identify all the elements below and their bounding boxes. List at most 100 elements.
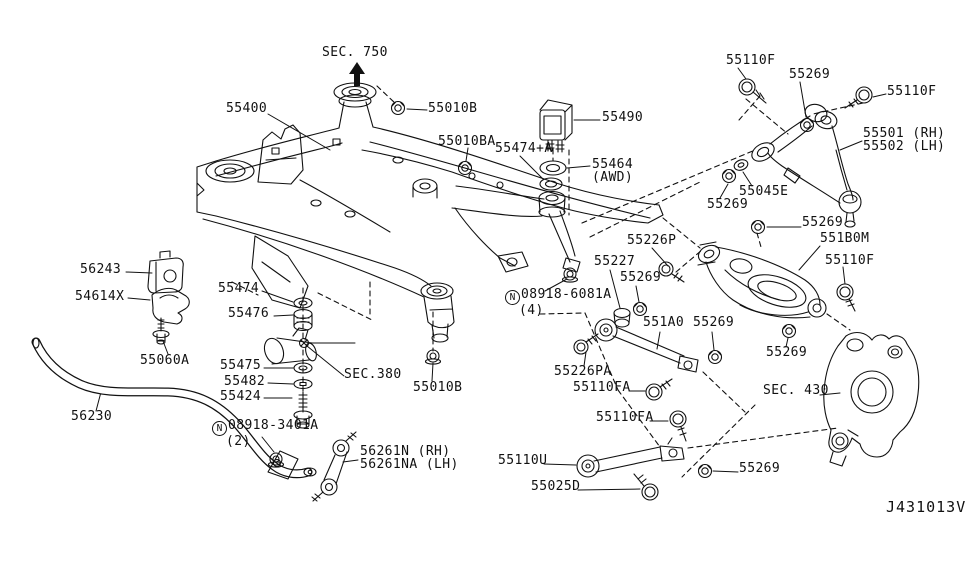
stabilizer-link-56261n [311, 431, 357, 502]
label-text: SEC. 750 [322, 45, 388, 60]
lower-arm-551b0m [697, 241, 827, 319]
label-text: 551B0M [820, 231, 870, 246]
label-text: 55400 [226, 101, 268, 116]
label-54614x: 54614X [75, 289, 125, 304]
label-55045e: 55045E [739, 185, 788, 199]
label-55269-6: 55269 [766, 345, 808, 360]
label-text: 55110F [825, 253, 875, 268]
label-text: 55474+A [495, 141, 553, 156]
label-55110u: 55110U [498, 453, 548, 468]
knuckle-sec430 [823, 331, 920, 467]
label-text: 55010B [413, 380, 463, 395]
label-text: 55226PA [554, 364, 612, 379]
label-text: 55269 [620, 270, 662, 285]
label-quantity: (2) [226, 434, 251, 449]
label-text-line2: 56261NA (LH) [360, 456, 459, 472]
member-mount-stack [263, 297, 317, 429]
label-55110f-1: 55110F [726, 53, 776, 68]
label-551a0: 551A0 [643, 315, 685, 330]
label-text: 55475 [220, 358, 262, 373]
fasteners [147, 78, 873, 501]
mount-washers-55464 [539, 160, 567, 191]
label-55269-5: 55269 [693, 315, 735, 330]
label-55226pa: 55226PA [554, 364, 612, 379]
sec750-arrow-icon [349, 62, 365, 86]
label-55269-2: 55269 [707, 198, 748, 212]
label-drawing-number: J431013V [886, 500, 966, 515]
label-text: SEC.380 [344, 367, 402, 382]
label-55060a: 55060A [140, 353, 190, 368]
label-55400: 55400 [226, 101, 268, 116]
label-55269-3: 55269 [802, 215, 844, 230]
circled-n-icon: N [505, 290, 520, 305]
label-text: 55110F [887, 84, 937, 99]
label-551b0m: 551B0M [820, 231, 870, 246]
label-55475: 55475 [220, 358, 262, 373]
label-text: 55424 [220, 389, 262, 404]
label-55269-4: 55269 [620, 270, 662, 285]
label-text: 55269 [766, 345, 808, 360]
label-55501-55502: 55501 (RH)55502 (LH) [863, 126, 946, 154]
label-text: 56230 [71, 409, 113, 424]
label-text: 55110FA [573, 380, 631, 395]
label-text: 55269 [739, 461, 781, 476]
label-text: 55482 [224, 374, 266, 389]
label-56243: 56243 [80, 262, 122, 277]
label-55226p: 55226P [627, 233, 677, 248]
label-text: 54614X [75, 289, 125, 304]
label-text: 55226P [627, 233, 677, 248]
upper-link-55501 [751, 103, 862, 228]
radius-rod-551a0 [594, 318, 699, 373]
label-text-line2: 55502 (LH) [863, 138, 946, 154]
label-text: 56243 [80, 262, 122, 277]
label-text: 55501 (RH) [863, 126, 946, 141]
label-55110fa-1: 55110FA [573, 380, 631, 395]
label-55490: 55490 [602, 110, 644, 125]
label-text: 551A0 [643, 315, 685, 330]
label-55424: 55424 [220, 389, 262, 404]
label-55464: 55464(AWD) [592, 158, 633, 184]
label-55010b-top: 55010B [428, 101, 478, 116]
label-text: 55490 [602, 110, 644, 125]
label-text: 55269 [789, 67, 831, 82]
label-sec-750: SEC. 750 [322, 45, 388, 60]
label-text: 55025D [531, 479, 581, 494]
track-rod-55110u [576, 437, 685, 478]
label-sec-380: SEC.380 [344, 367, 402, 382]
label-56261n-56261na: 56261N (RH)56261NA (LH) [360, 444, 459, 472]
label-text: 08918-3401A [228, 418, 319, 433]
label-text: 55110U [498, 453, 548, 468]
label-text: 55476 [228, 306, 270, 321]
label-55110f-2: 55110F [887, 84, 937, 99]
label-55474: 55474 [218, 282, 259, 296]
label-text: 55269 [693, 315, 735, 330]
dashed-guides [231, 85, 864, 478]
label-text: 55269 [802, 215, 844, 230]
label-quantity: (4) [519, 303, 544, 318]
label-56230: 56230 [71, 409, 113, 424]
label-text: SEC. 430 [763, 383, 829, 398]
label-text: 55060A [140, 353, 190, 368]
label-55010ba: 55010BA [438, 134, 496, 149]
label-55010b-bottom: 55010B [413, 380, 463, 395]
stabilizer-bar-56230 [31, 337, 317, 480]
label-55269-7: 55269 [739, 461, 781, 476]
label-55110fa-2: 55110FA [596, 411, 654, 425]
label-text: 55227 [594, 254, 636, 269]
label-text: 56261N (RH) [360, 444, 451, 459]
label-55110f-3: 55110F [825, 253, 875, 268]
damper-55490 [539, 99, 573, 153]
label-sec-430: SEC. 430 [763, 383, 829, 398]
label-text: 55010B [428, 101, 478, 116]
label-55227: 55227 [594, 254, 636, 269]
label-text: 55010BA [438, 134, 496, 149]
label-55269-1: 55269 [789, 67, 831, 82]
circled-n-icon: N [212, 421, 227, 436]
label-55482: 55482 [224, 374, 266, 389]
label-text: 55110F [726, 53, 776, 68]
